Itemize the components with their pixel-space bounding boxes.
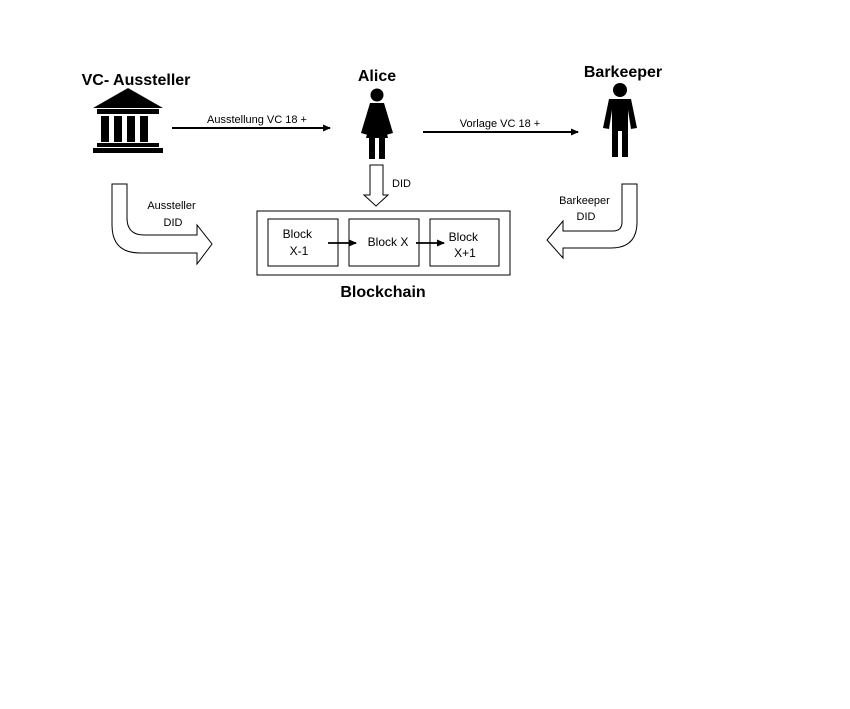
block-label-line: Block [283,227,313,241]
block-label-line: Block [449,230,479,244]
man-figure-icon [603,83,637,157]
hollow-down-arrow [362,164,390,207]
issuer-did-label-line: Aussteller [147,200,196,212]
block-label-line: X-1 [290,244,309,258]
verifier-did-edge: Barkeeper DID [546,183,638,260]
holder-did-label: DID [392,178,411,190]
block: Block X [348,218,420,267]
holder-did-edge: DID [362,164,411,207]
issuer-title: VC- Aussteller [82,72,191,89]
block-label-line: Block X [368,235,409,249]
block-label-line: X+1 [454,246,476,260]
block-label: Block X [368,235,409,249]
blockchain: Block X-1 Block X Block X+1 Blockchain [256,210,511,301]
bank-building-icon [93,88,163,153]
block-label: Block X-1 [283,227,316,258]
curved-right-arrow [111,183,213,266]
verifier-did-label-line: Barkeeper [559,195,610,207]
presentation-edge: Vorlage VC 18 + [423,118,579,136]
woman-figure-icon [361,88,393,159]
presentation-label: Vorlage VC 18 + [460,118,540,130]
blockchain-title: Blockchain [340,284,425,301]
issuance-label: Ausstellung VC 18 + [207,114,307,126]
verifier-did-label-line: DID [577,211,596,223]
curved-left-arrow [546,183,638,260]
block: Block X-1 [267,218,339,267]
issuer-did-edge: Aussteller DID [111,183,213,266]
issuer-did-label: Aussteller DID [147,200,198,229]
verifier-did-label: Barkeeper DID [559,195,613,223]
holder-title: Alice [358,68,396,85]
verifier-title: Barkeeper [584,64,662,81]
block-label: Block X+1 [449,230,482,260]
issuance-edge: Ausstellung VC 18 + [172,114,331,132]
blockchain-frame [256,210,511,276]
issuer-did-label-line: DID [164,217,183,229]
